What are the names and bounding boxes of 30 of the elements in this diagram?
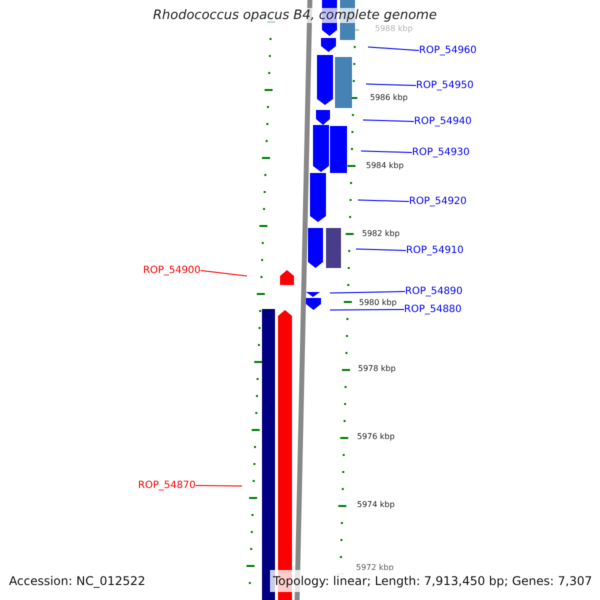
scale-label: 5980 kbp: [359, 298, 397, 306]
leader-line: [195, 485, 242, 486]
scale-label: 5984 kbp: [366, 161, 404, 170]
leader-line: [366, 84, 416, 86]
scale-label: 5978 kbp: [358, 364, 396, 373]
gene-label: ROP_54910: [406, 245, 464, 256]
scale-label: 5972 kbp: [356, 563, 394, 572]
scale-label: 5988 kbp: [375, 24, 413, 33]
leader-line: [358, 200, 410, 202]
gene-label: ROP_54960: [419, 45, 477, 56]
gene-label: ROP_54930: [412, 147, 470, 158]
leader-line: [356, 248, 406, 251]
gene-label: ROP_54880: [404, 304, 462, 315]
leader-line: [330, 291, 406, 294]
gene-label: ROP_54890: [405, 286, 463, 297]
leader-line: [200, 270, 248, 276]
leader-line: [330, 309, 404, 310]
gene-label: ROP_54920: [409, 196, 467, 207]
leader-line: [360, 150, 412, 153]
gene-label: ROP_54900: [143, 265, 201, 276]
gene-label: ROP_54940: [414, 116, 472, 127]
scale-label: 5982 kbp: [362, 229, 400, 238]
gene-label: ROP_54870: [138, 480, 196, 491]
scale-label: 5976 kbp: [357, 432, 395, 441]
scale-label: 5974 kbp: [357, 500, 395, 509]
accession-text: Accession: NC_012522: [9, 574, 146, 588]
leader-line: [368, 46, 420, 51]
scale-label: 5986 kbp: [370, 93, 408, 102]
gene-label: ROP_54950: [416, 80, 474, 91]
leader-line: [362, 120, 414, 122]
